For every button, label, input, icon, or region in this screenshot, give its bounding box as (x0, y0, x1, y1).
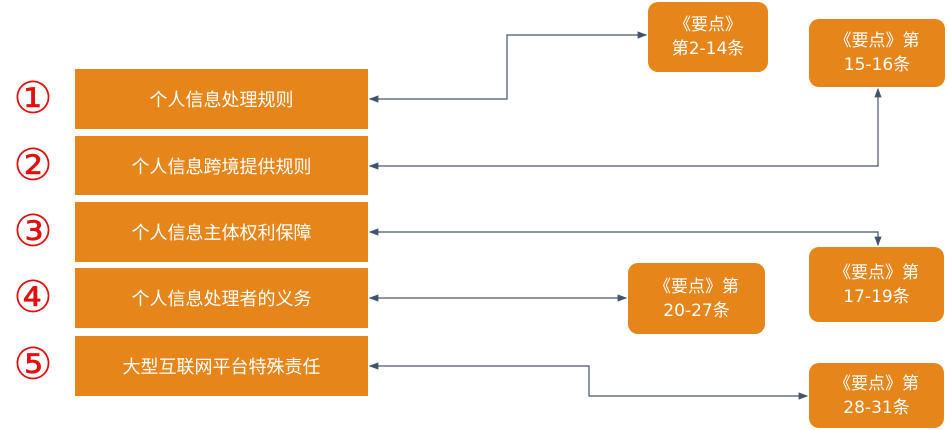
rule-box-4: 个人信息处理者的义务 (75, 268, 368, 328)
connector-3 (368, 228, 882, 247)
ref-line1: 《要点》 (674, 15, 742, 35)
ref-box-5: 《要点》第 28-31条 (809, 363, 944, 428)
rule-box-5: 大型互联网平台特殊责任 (75, 336, 368, 396)
ref-box-4: 《要点》第 20-27条 (628, 263, 765, 334)
ref-line1: 《要点》第 (834, 373, 919, 394)
rule-box-2: 个人信息跨境提供规则 (75, 136, 368, 195)
number-2: ② (13, 140, 53, 191)
ref-line1: 《要点》第 (834, 31, 920, 51)
connector-5 (368, 362, 809, 400)
rule-box-3: 个人信息主体权利保障 (75, 202, 368, 262)
connector-1 (368, 31, 648, 103)
ref-box-1: 《要点》第2-14条 (648, 2, 768, 72)
ref-line2: 第2-14条 (671, 39, 745, 59)
ref-line2: 17-19条 (843, 286, 910, 307)
ref-line2: 20-27条 (663, 300, 730, 321)
ref-line1: 《要点》第 (654, 276, 739, 297)
ref-box-2: 《要点》第 15-16条 (809, 19, 945, 87)
ref-line1: 《要点》第 (834, 262, 919, 283)
ref-line2: 15-16条 (843, 55, 911, 75)
rule-box-1: 个人信息处理规则 (75, 69, 368, 129)
ref-line2: 28-31条 (843, 397, 910, 418)
number-3: ③ (13, 206, 53, 257)
number-4: ④ (13, 272, 53, 323)
connector-2 (368, 87, 882, 170)
number-5: ⑤ (13, 339, 53, 390)
number-1: ① (13, 73, 53, 124)
ref-box-3: 《要点》第 17-19条 (809, 247, 944, 322)
